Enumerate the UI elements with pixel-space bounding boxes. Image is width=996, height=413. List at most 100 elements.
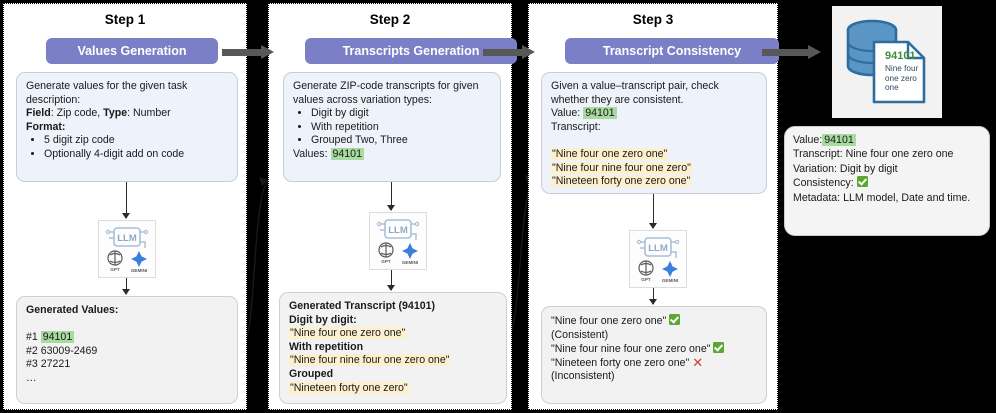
cross-icon: ✕ — [692, 354, 704, 370]
step-3-result-3-note: (Inconsistent) — [551, 370, 615, 383]
database-document-icon: 94101 Nine four one zero one — [832, 6, 942, 118]
step-1-title: Step 1 — [104, 12, 146, 27]
step-1-row-2-value: 63009-2469 — [40, 344, 98, 357]
step-1-field-label: Field — [26, 107, 51, 120]
step-3-connector-arrow-bottom — [649, 299, 657, 305]
step-3-desc-line1: Given a value–transcript pair, check — [551, 80, 719, 92]
record-value-label: Value: — [793, 134, 823, 146]
step-3-pill[interactable]: Transcript Consistency — [565, 38, 779, 64]
step-2-description-card: Generate ZIP-code transcripts for given … — [283, 72, 501, 182]
step-1-row-3-value: 27221 — [40, 358, 71, 371]
step-3-connector-line-bottom — [653, 288, 655, 304]
step-2-values-value: 94101 — [330, 147, 364, 160]
step-3-value-label: Value: — [551, 107, 584, 120]
step-1-row-3-index: #3 — [26, 358, 38, 371]
step-2-group-3-text: "Nineteen forty one zero" — [289, 381, 409, 394]
step-2-group-2-text: "Nine four nine four one zero one" — [289, 354, 451, 367]
svg-text:LLM: LLM — [388, 225, 408, 236]
svg-text:GPT: GPT — [641, 277, 651, 282]
step-1-connector-arrow-bottom — [122, 289, 130, 295]
record-metadata-label: Metadata: — [793, 191, 844, 204]
step-3-transcript-3: "Nineteen forty one zero one" — [551, 175, 692, 188]
step-2-to-3-arrow-icon — [483, 45, 535, 59]
step-3-panel: Step 3 Transcript Consistency Given a va… — [528, 3, 779, 410]
llm-icon-graphic: LLM GPT GEMINI — [105, 227, 149, 273]
check-icon — [856, 176, 868, 188]
step-1-connector-arrow-top — [122, 213, 130, 219]
step-1-output-heading: Generated Values: — [26, 304, 119, 316]
llm-icon: LLM GPT GEMINI — [629, 230, 687, 288]
llm-icon: LLM GPT GEMINI — [369, 212, 427, 270]
svg-text:LLM: LLM — [648, 243, 668, 254]
llm-icon-graphic: LLM GPT GEMINI — [376, 219, 420, 265]
step-2-panel: Step 2 Transcripts Generation Generate Z… — [268, 3, 517, 410]
svg-text:GEMINI: GEMINI — [402, 260, 418, 265]
step-2-bullet-3: Grouped Two, Three — [311, 134, 491, 148]
step-1-pill[interactable]: Values Generation — [46, 38, 218, 64]
step-3-description-card: Given a value–transcript pair, check whe… — [541, 72, 767, 194]
svg-text:GPT: GPT — [381, 259, 391, 264]
final-record-card: Value:94101 Transcript: Nine four one ze… — [784, 126, 990, 236]
step-3-to-database-arrow-icon — [762, 45, 822, 59]
record-consistency-label: Consistency: — [793, 177, 857, 190]
svg-text:GPT: GPT — [110, 267, 120, 272]
step-3-connector-line-top — [653, 194, 655, 228]
step-2-group-1-text: "Nine four one zero one" — [289, 327, 407, 340]
record-transcript-label: Transcript: — [793, 148, 846, 161]
step-2-connector-line-top — [391, 182, 393, 210]
svg-text:GEMINI: GEMINI — [662, 278, 678, 283]
record-value-value: 94101 — [822, 134, 856, 146]
step-2-group-3-label: Grouped — [289, 367, 334, 380]
step-1-format-colon: : — [61, 120, 66, 133]
step-2-title: Step 2 — [369, 12, 411, 27]
database-icon-graphic — [846, 19, 926, 104]
llm-icon: LLM GPT GEMINI — [98, 220, 156, 278]
database-doc-text: Nine four one zero one — [885, 64, 919, 93]
svg-text:GEMINI: GEMINI — [131, 268, 147, 273]
step-2-output-card: Generated Transcript (94101) Digit by di… — [279, 292, 507, 404]
step-3-transcript-1: "Nine four one zero one" — [551, 147, 669, 160]
step-3-result-2-text: "Nine four nine four one zero one" — [551, 343, 711, 356]
step-2-connector-line-bottom — [391, 270, 393, 290]
step-3-result-3-text: "Nineteen forty one zero one" — [551, 356, 690, 369]
step-3-result-1-note: (Consistent) — [551, 328, 609, 341]
step-2-desc-line2: given values across variation types: — [293, 80, 479, 106]
step-1-output-card: Generated Values: #1 94101 #2 63009-2469… — [16, 296, 238, 404]
step-2-bullet-1: Digit by digit — [311, 107, 491, 121]
step-2-values-label: Values: — [293, 147, 331, 160]
step-1-field-value: : Zip code, — [50, 107, 104, 120]
step-1-format-label: Format — [26, 120, 62, 133]
step-1-connector-line-top — [126, 182, 128, 218]
step-3-result-1-text: "Nine four one zero one" — [551, 315, 667, 327]
record-transcript-value: Nine four one zero one — [845, 148, 954, 161]
step-3-connector-arrow-top — [649, 223, 657, 229]
step-3-value-value: 94101 — [583, 107, 617, 120]
step-2-output-heading: Generated Transcript (94101) — [289, 300, 436, 312]
step-1-output-ellipsis: … — [26, 371, 37, 384]
record-variation-label: Variation: — [793, 162, 840, 175]
svg-text:LLM: LLM — [117, 233, 137, 244]
step-2-group-2-label: With repetition — [289, 340, 364, 353]
record-variation-value: Digit by digit — [839, 162, 898, 175]
step-1-type-label: Type — [103, 107, 128, 120]
step-1-connector-line-bottom — [126, 278, 128, 294]
step-2-bullet-2: With repetition — [311, 121, 491, 135]
step-1-desc-line1: Generate values for the given task — [26, 80, 188, 92]
step-3-transcript-label: Transcript: — [551, 120, 601, 133]
step-1-to-2-arrow-icon — [222, 45, 274, 59]
step-1-bullet-2: Optionally 4-digit add on code — [44, 148, 228, 162]
step-1-row-1-value: 94101 — [40, 331, 75, 344]
step-1-row-1-index: #1 — [26, 331, 38, 344]
llm-icon-graphic: LLM GPT GEMINI — [636, 237, 680, 283]
record-metadata-value: LLM model, Date and time. — [843, 191, 971, 204]
step-1-bullet-1: 5 digit zip code — [44, 134, 228, 148]
step-1-row-2-index: #2 — [26, 344, 38, 357]
step-3-title: Step 3 — [632, 12, 674, 27]
step-1-panel: Step 1 Values Generation Generate values… — [3, 3, 247, 410]
check-icon — [669, 314, 681, 325]
database-doc-number: 94101 — [885, 50, 916, 62]
step-1-format-bullets: 5 digit zip code Optionally 4-digit add … — [26, 134, 228, 161]
check-icon — [713, 342, 725, 354]
step-1-type-value: : Number — [127, 107, 171, 120]
step-2-pill[interactable]: Transcripts Generation — [305, 38, 517, 64]
